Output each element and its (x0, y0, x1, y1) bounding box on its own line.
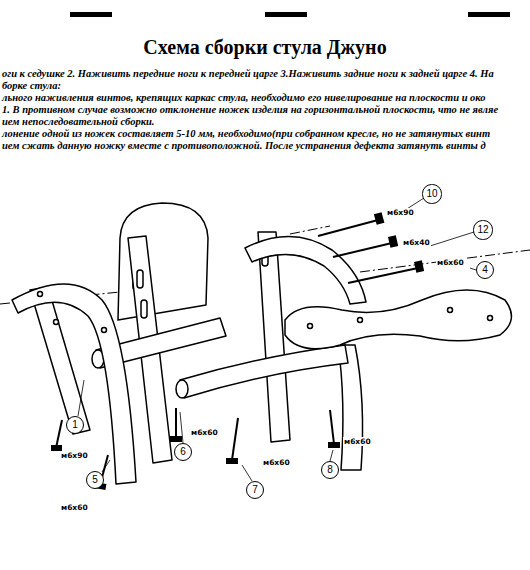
assembly-note: оги к седушке 2. Наживить передние ноги … (2, 68, 494, 80)
title: Схема сборки стула Джуно (0, 36, 530, 59)
screw-size: м6х40 (402, 238, 431, 247)
callout-number: 5 (92, 475, 98, 485)
assembly-note: борке стула: (2, 80, 61, 92)
screw-size: м6х60 (436, 258, 465, 267)
screw-size: м6х60 (262, 458, 291, 467)
callout-number: 10 (426, 189, 437, 199)
callout-circle: 7 (246, 481, 264, 499)
assembly-note: ием сжать данную ножку вместе с противоп… (2, 140, 486, 152)
callout-circle: 6 (174, 443, 192, 461)
callout-circle: 8 (321, 461, 339, 479)
screw-size: м6х60 (343, 437, 372, 446)
callout-circle: 12 (473, 220, 492, 239)
callout-circle: 1 (66, 416, 84, 434)
assembly-note: 1. В противном случае возможно отклонени… (2, 104, 498, 116)
callout-number: 6 (180, 447, 186, 457)
callout-circle: 5 (86, 471, 104, 489)
assembly-note: ием непоследовательной сборки. (2, 116, 154, 128)
screw-size: м6х90 (386, 208, 415, 217)
callout-number: 4 (482, 265, 488, 275)
callout-number: 1 (72, 420, 78, 430)
callout-circle: 10 (422, 184, 441, 203)
callout-number: 12 (477, 225, 488, 235)
screw-size: м6х60 (60, 503, 89, 512)
screw-size: м6х90 (60, 451, 89, 460)
assembly-note: лонение одной из ножек составляет 5-10 м… (2, 128, 490, 140)
callout-circle: 4 (476, 261, 494, 279)
assembly-note: льного наживления винтов, крепящих карка… (2, 92, 486, 104)
callout-number: 8 (327, 465, 333, 475)
callout-number: 7 (252, 485, 258, 495)
screw-size: м6х60 (190, 428, 219, 437)
